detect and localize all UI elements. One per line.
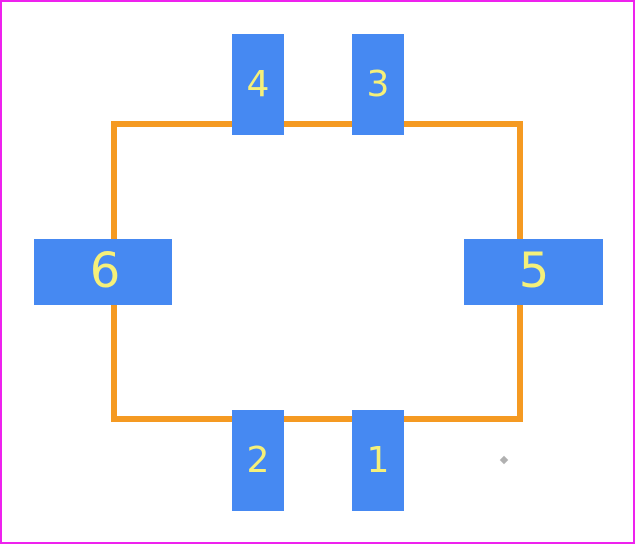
pad-6[interactable]: 6 <box>34 239 172 305</box>
pad-4-label: 4 <box>247 64 270 105</box>
pad-1-label: 1 <box>367 440 390 481</box>
component-outline <box>111 121 523 422</box>
pad-4[interactable]: 4 <box>232 34 284 135</box>
pad-1[interactable]: 1 <box>352 410 404 511</box>
pad-2[interactable]: 2 <box>232 410 284 511</box>
pad-3-shape <box>352 34 404 135</box>
pad-6-shape <box>34 239 172 305</box>
pad-3-label: 3 <box>367 64 390 105</box>
pad-5[interactable]: 5 <box>464 239 603 305</box>
pad-4-shape <box>232 34 284 135</box>
pad-2-shape <box>232 410 284 511</box>
pad-6-label: 6 <box>90 243 121 299</box>
pad-2-label: 2 <box>247 440 270 481</box>
pad-3[interactable]: 3 <box>352 34 404 135</box>
origin-marker <box>499 455 509 465</box>
pad-5-label: 5 <box>519 243 550 299</box>
pad-5-shape <box>464 239 603 305</box>
pad-1-shape <box>352 410 404 511</box>
